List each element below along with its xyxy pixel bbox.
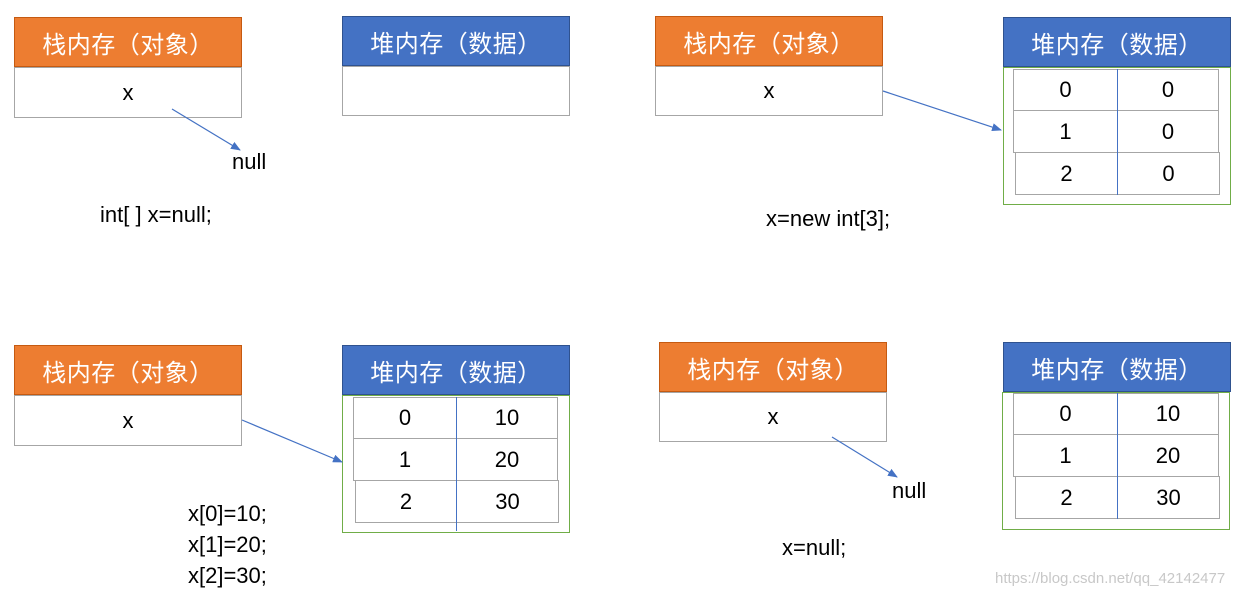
column-divider-3 <box>456 397 457 531</box>
array-index-cell: 0 <box>353 397 457 439</box>
array-index-cell: 1 <box>1013 110 1118 153</box>
arrow-to-heap-3 <box>241 419 343 463</box>
array-index-cell: 0 <box>1013 393 1118 435</box>
array-index-cell: 2 <box>355 480 457 523</box>
code-step-3-line-2: x[1]=20; <box>188 532 267 557</box>
watermark: https://blog.csdn.net/qq_42142477 <box>995 570 1226 587</box>
array-value-cell: 30 <box>1117 476 1220 519</box>
array-value-cell: 20 <box>1117 434 1219 477</box>
null-label-4: null <box>892 478 927 503</box>
stack-var-box-2: x <box>655 66 883 116</box>
stack-var-label-4: x <box>767 404 779 429</box>
array-value-cell: 30 <box>456 480 559 523</box>
stack-header-1: 栈内存（对象） <box>14 17 242 67</box>
stack-var-label-2: x <box>763 78 775 103</box>
heap-header-4: 堆内存（数据） <box>1003 342 1231 392</box>
array-index-cell: 0 <box>1013 69 1118 111</box>
stack-var-box-4: x <box>659 392 887 442</box>
heap-header-1: 堆内存（数据） <box>342 16 570 66</box>
array-value-cell: 0 <box>1117 110 1219 153</box>
arrow-to-heap-2 <box>882 90 1002 131</box>
code-step-3-line-3: x[2]=30; <box>188 563 267 588</box>
column-divider-4 <box>1117 393 1118 519</box>
stack-var-box-3: x <box>14 395 242 446</box>
array-value-cell: 10 <box>456 397 558 439</box>
code-step-1: int[ ] x=null; <box>100 202 212 227</box>
array-index-cell: 2 <box>1015 152 1118 195</box>
heap-header-2: 堆内存（数据） <box>1003 17 1231 67</box>
array-index-cell: 1 <box>353 438 457 481</box>
stack-header-4: 栈内存（对象） <box>659 342 887 392</box>
heap-header-3: 堆内存（数据） <box>342 345 570 395</box>
stack-header-3: 栈内存（对象） <box>14 345 242 395</box>
stack-var-box-1: x <box>14 67 242 118</box>
arrow-to-null-1 <box>171 108 241 151</box>
array-value-cell: 20 <box>456 438 558 481</box>
array-index-cell: 2 <box>1015 476 1118 519</box>
arrow-to-null-4 <box>831 436 898 478</box>
code-step-3-line-1: x[0]=10; <box>188 501 267 526</box>
stack-var-label-3: x <box>122 407 134 433</box>
heap-empty-box-1 <box>342 66 570 116</box>
stack-header-2: 栈内存（对象） <box>655 16 883 66</box>
code-step-4: x=null; <box>782 535 847 560</box>
code-step-2: x=new int[3]; <box>766 206 891 231</box>
column-divider-2 <box>1117 69 1118 195</box>
null-label-1: null <box>232 149 267 174</box>
stack-var-label-1: x <box>122 79 134 105</box>
